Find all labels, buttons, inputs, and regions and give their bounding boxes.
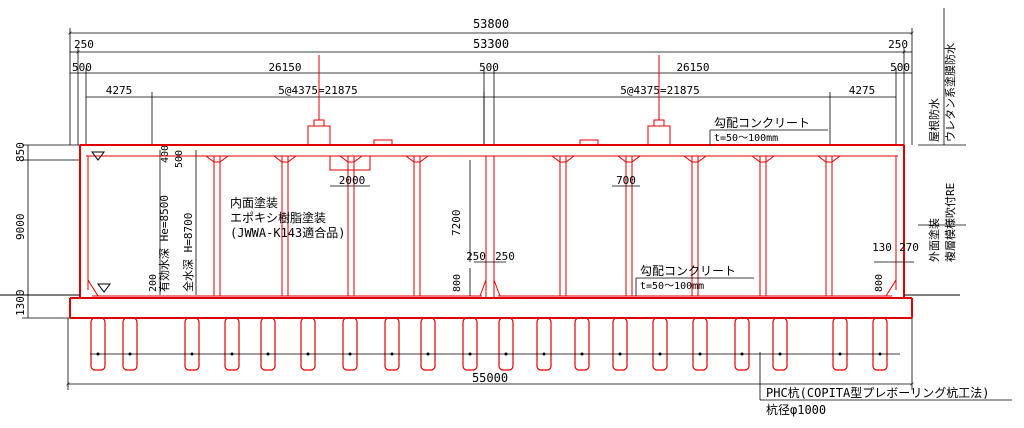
- pile: [872, 317, 888, 371]
- dim-right-130: 130: [872, 241, 892, 254]
- label-slope-bottom: 勾配コンクリート: [640, 264, 736, 278]
- pile: [772, 317, 788, 371]
- dim-haunch-left: 800: [452, 274, 463, 292]
- label-outer-paint-2: 複層模様吹付RE: [943, 183, 957, 262]
- dim-bay-right: 4275: [849, 84, 876, 97]
- dim-col-height: 7200: [450, 210, 463, 237]
- dimension-depth-group: [159, 150, 197, 295]
- dim-wall-left: 500: [72, 61, 92, 74]
- pile: [122, 317, 138, 371]
- pile: [420, 317, 436, 371]
- dim-wall-mid: 500: [479, 61, 499, 74]
- dimension-left-group: [22, 144, 80, 319]
- pile: [734, 317, 750, 371]
- label-pile-diameter: 杭径φ1000: [766, 402, 826, 417]
- dimension-pile-group: [66, 318, 914, 390]
- dim-edge-right: 250: [888, 38, 908, 51]
- water-level-bottom-icon: [97, 283, 111, 293]
- pile: [90, 317, 106, 371]
- label-roof-waterproof-2: ウレタン系塗膜防水: [943, 43, 957, 142]
- pile: [184, 317, 200, 371]
- dim-overall-top: 53800: [473, 17, 509, 31]
- pile: [260, 317, 276, 371]
- dimension-top-group: [68, 28, 914, 145]
- label-slope-top: 勾配コンクリート: [714, 116, 810, 130]
- dim-beam-width: 2000: [339, 174, 366, 187]
- dim-pile-span: 55000: [472, 371, 508, 385]
- label-inner-paint-3: (JWWA-K143適合品): [230, 225, 345, 240]
- dim-200: 200: [148, 274, 159, 292]
- label-inner-paint-2: エポキシ樹脂塗装: [230, 210, 326, 225]
- dim-span-right: 26150: [676, 61, 709, 74]
- pile: [342, 317, 358, 371]
- dim-haunch-right: 800: [874, 274, 885, 292]
- label-inner-paint-1: 内面塗装: [230, 195, 278, 210]
- label-slope-bottom-thk: t=50～100mm: [640, 281, 704, 292]
- dim-edge-left: 250: [74, 38, 94, 51]
- dim-bays-left: 5@4375=21875: [278, 84, 357, 97]
- pile: [692, 317, 708, 371]
- label-outer-paint-1: 外面塗装: [927, 218, 941, 262]
- dim-eff-depth: 有効水深 He=8500: [157, 195, 171, 292]
- dim-bays-right: 5@4375=21875: [620, 84, 699, 97]
- pile: [652, 317, 668, 371]
- pile: [300, 317, 316, 371]
- tank-structure: [69, 55, 913, 319]
- pile: [462, 317, 478, 371]
- pile: [498, 317, 514, 371]
- dimension-interior-group: [330, 160, 914, 296]
- label-roof-waterproof-1: 屋根防水: [927, 98, 941, 142]
- dim-col-width: 700: [616, 174, 636, 187]
- pile: [832, 317, 848, 371]
- pile: [574, 317, 590, 371]
- dim-mid-250b: 250: [495, 250, 515, 263]
- dim-mid-250a: 250: [466, 250, 486, 263]
- pile: [384, 317, 400, 371]
- dim-slab-thk: 850: [14, 142, 27, 162]
- dim-inner-top: 53300: [473, 37, 509, 51]
- label-pile-type: PHC杭(COPITA型プレボーリング杭工法): [766, 385, 989, 400]
- dim-wall-height: 9000: [14, 214, 27, 241]
- pile: [224, 317, 240, 371]
- pile: [612, 317, 628, 371]
- water-level-top-icon: [91, 151, 105, 161]
- dim-base-thk: 1300: [14, 290, 27, 317]
- label-slope-top-thk: t=50～100mm: [714, 133, 778, 144]
- dim-total-depth: 全水深 H=8700: [181, 213, 195, 292]
- pile-group: [90, 317, 888, 371]
- pile: [536, 317, 552, 371]
- dim-right-270: 270: [899, 241, 919, 254]
- dim-span-left: 26150: [268, 61, 301, 74]
- dim-wall-right: 500: [890, 61, 910, 74]
- dim-500: 500: [174, 150, 185, 168]
- dim-bay-left: 4275: [106, 84, 133, 97]
- dim-400: 400: [160, 145, 171, 163]
